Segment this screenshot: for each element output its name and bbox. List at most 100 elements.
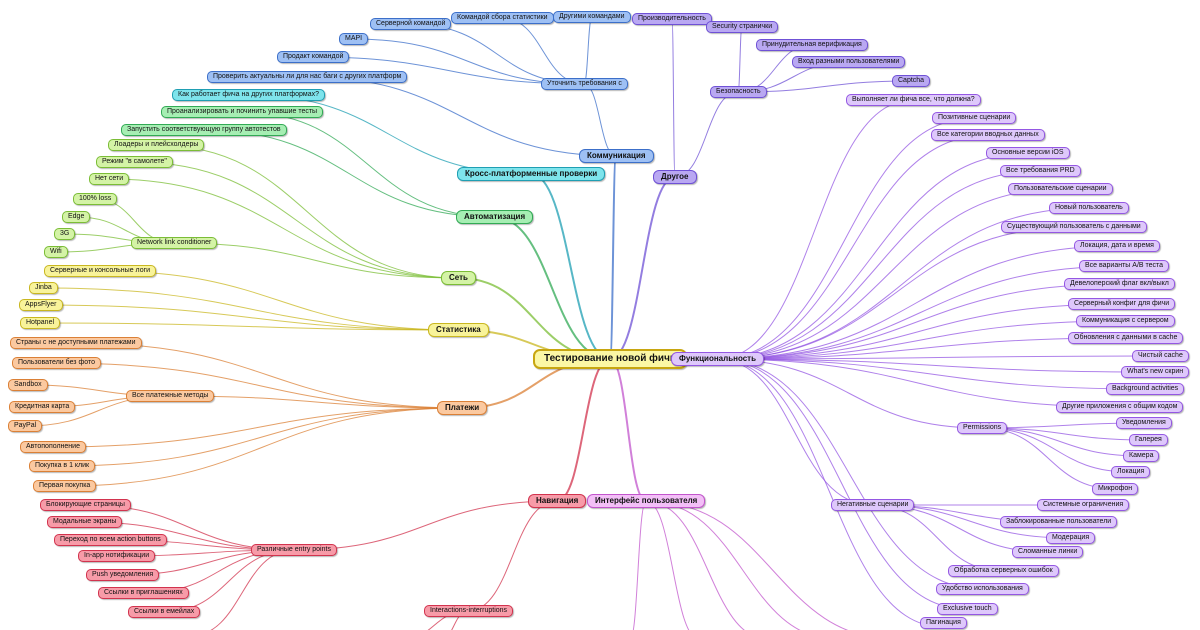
node-cacheupd[interactable]: Обновления с данными в cache [1068,332,1184,344]
node-plat[interactable]: Платежи [437,401,488,415]
node-devflag[interactable]: Девелоперский флаг вкл/выкл [1064,278,1175,290]
node-modal[interactable]: Модальные экраны [47,516,123,528]
link-allinput [716,134,989,360]
node-blocked[interactable]: Заблокированные пользователи [1000,516,1118,528]
node-userscen[interactable]: Пользовательские сценарии [1008,183,1113,195]
node-firstbuy[interactable]: Первая покупка [33,480,97,492]
node-nophoto[interactable]: Пользователи без фото [12,357,101,369]
link-nophoto [55,362,463,409]
node-methods[interactable]: Все платежные методы [126,390,215,402]
node-mic[interactable]: Микрофон [1092,483,1139,495]
node-cross[interactable]: Кросс-платформенные проверки [457,167,606,181]
node-analyze[interactable]: Проанализировать и починить упавшие тест… [161,106,324,118]
node-allinput[interactable]: Все категории вводных данных [931,129,1045,141]
node-paypal[interactable]: PayPal [8,420,43,432]
node-stat_team[interactable]: Командой сбора статистики [451,12,554,24]
node-serv_team[interactable]: Серверной командой [370,18,452,30]
node-newuser[interactable]: Новый пользователь [1049,202,1129,214]
link-plane [133,161,459,279]
node-broken[interactable]: Сломанные линки [1012,546,1084,558]
node-stat[interactable]: Статистика [428,323,489,337]
node-komm[interactable]: Коммуникация [579,149,654,163]
node-card[interactable]: Кредитная карта [9,401,76,413]
node-invites[interactable]: Ссылки в приглашениях [98,587,189,599]
node-func[interactable]: Функциональность [671,352,765,366]
node-notif[interactable]: Уведомления [1116,417,1172,429]
node-blocking[interactable]: Блокирующие страницы [40,499,131,511]
node-cleancache[interactable]: Чистый cache [1132,350,1189,362]
node-run_group[interactable]: Запустить соответствующую группу автотес… [121,124,287,136]
node-auto[interactable]: Автоматизация [456,210,534,224]
node-sysrestr[interactable]: Системные ограничения [1037,499,1130,511]
node-emails[interactable]: Ссылки в емейлах [128,606,201,618]
node-oneclick[interactable]: Покупка в 1 клик [29,460,96,472]
node-servcomm[interactable]: Коммуникация с сервером [1076,315,1175,327]
node-gallery[interactable]: Галерея [1129,434,1168,446]
node-moder[interactable]: Модерация [1046,532,1096,544]
node-perf[interactable]: Производительность [632,13,712,25]
node-other_teams[interactable]: Другими командами [553,11,631,23]
link-nlc [173,242,459,279]
node-edge[interactable]: Edge [62,211,91,223]
link-jinba [42,287,459,331]
node-locale[interactable]: Локация, дата и время [1074,240,1160,252]
node-whatsnew[interactable]: What's new скрин [1121,366,1190,378]
node-location[interactable]: Локация [1111,466,1151,478]
node-camera[interactable]: Камера [1123,450,1160,462]
node-captcha[interactable]: Captcha [892,75,931,87]
node-existuser[interactable]: Существующий пользователь с данными [1001,221,1147,233]
node-srverr[interactable]: Обработка серверных ошибок [948,565,1059,577]
node-perms[interactable]: Permissions [957,422,1008,434]
node-interr[interactable]: Interactions-interruptions [424,605,514,617]
node-mapi[interactable]: MAPI [339,33,369,45]
node-nlc[interactable]: Network link conditioner [131,237,218,249]
node-logs[interactable]: Серверные и консольные логи [44,265,157,277]
node-plane[interactable]: Режим "в самолете" [96,156,173,168]
node-negative[interactable]: Негативные сценарии [831,499,915,511]
node-multi_login[interactable]: Вход разными пользователями [792,56,906,68]
node-inapp[interactable]: In-app нотификации [78,550,156,562]
node-jinba[interactable]: Jinba [29,282,58,294]
node-nonet[interactable]: Нет сети [89,173,130,185]
node-how_works[interactable]: Как работает фича на других платформах? [172,89,325,101]
node-set[interactable]: Сеть [441,271,476,285]
node-does[interactable]: Выполняет ли фича все, что должна? [846,94,981,106]
node-appsflyer[interactable]: AppsFlyer [19,299,63,311]
node-loss[interactable]: 100% loss [73,193,118,205]
node-utoch[interactable]: Уточнить требования с [541,78,628,90]
node-usability[interactable]: Удобство использования [936,583,1029,595]
node-root[interactable]: Тестирование новой фичи [533,349,688,369]
node-hotpanel[interactable]: Hotpanel [20,317,61,329]
link-usability [716,358,983,590]
node-prod_team[interactable]: Продакт командой [277,51,350,63]
node-ios[interactable]: Основные версии iOS [986,147,1070,159]
node-drugoe[interactable]: Другое [653,170,697,184]
link-cacheupd [716,337,1126,360]
node-sec_pages[interactable]: Security странички [706,21,779,33]
node-forced_ver[interactable]: Принудительная верификация [756,39,868,51]
node-ab[interactable]: Все варианты A/B теста [1079,260,1170,272]
node-paging[interactable]: Пагинация [920,617,967,629]
node-positive[interactable]: Позитивные сценарии [932,112,1017,124]
link-nonet [108,178,459,279]
node-check_bugs[interactable]: Проверить актуальны ли для нас баги с др… [207,71,408,83]
node-sandbox[interactable]: Sandbox [8,379,48,391]
node-servconf[interactable]: Серверный конфиг для фичи [1068,298,1176,310]
node-ui[interactable]: Интерфейс пользователя [587,494,706,508]
node-3g[interactable]: 3G [54,228,76,240]
node-loaders[interactable]: Лоадеры и плейсхолдеры [108,139,205,151]
link-prod_team [312,56,585,85]
node-nav[interactable]: Навигация [528,494,587,508]
node-action_btns[interactable]: Переход по всем action buttons [54,534,167,546]
node-secur[interactable]: Безопасность [710,86,767,98]
node-entry[interactable]: Различные entry points [251,544,337,556]
node-countries[interactable]: Страны с не доступными платежами [10,337,142,349]
node-exclusive[interactable]: Exclusive touch [937,603,998,615]
node-prd[interactable]: Все требования PRD [1000,165,1081,177]
node-autorenew[interactable]: Автопополнение [20,441,86,453]
node-bg[interactable]: Background activities [1106,383,1185,395]
node-wifi[interactable]: Wifi [44,246,68,258]
node-push[interactable]: Push уведомления [86,569,160,581]
node-otherapps[interactable]: Другие приложения с общим кодом [1056,401,1184,413]
